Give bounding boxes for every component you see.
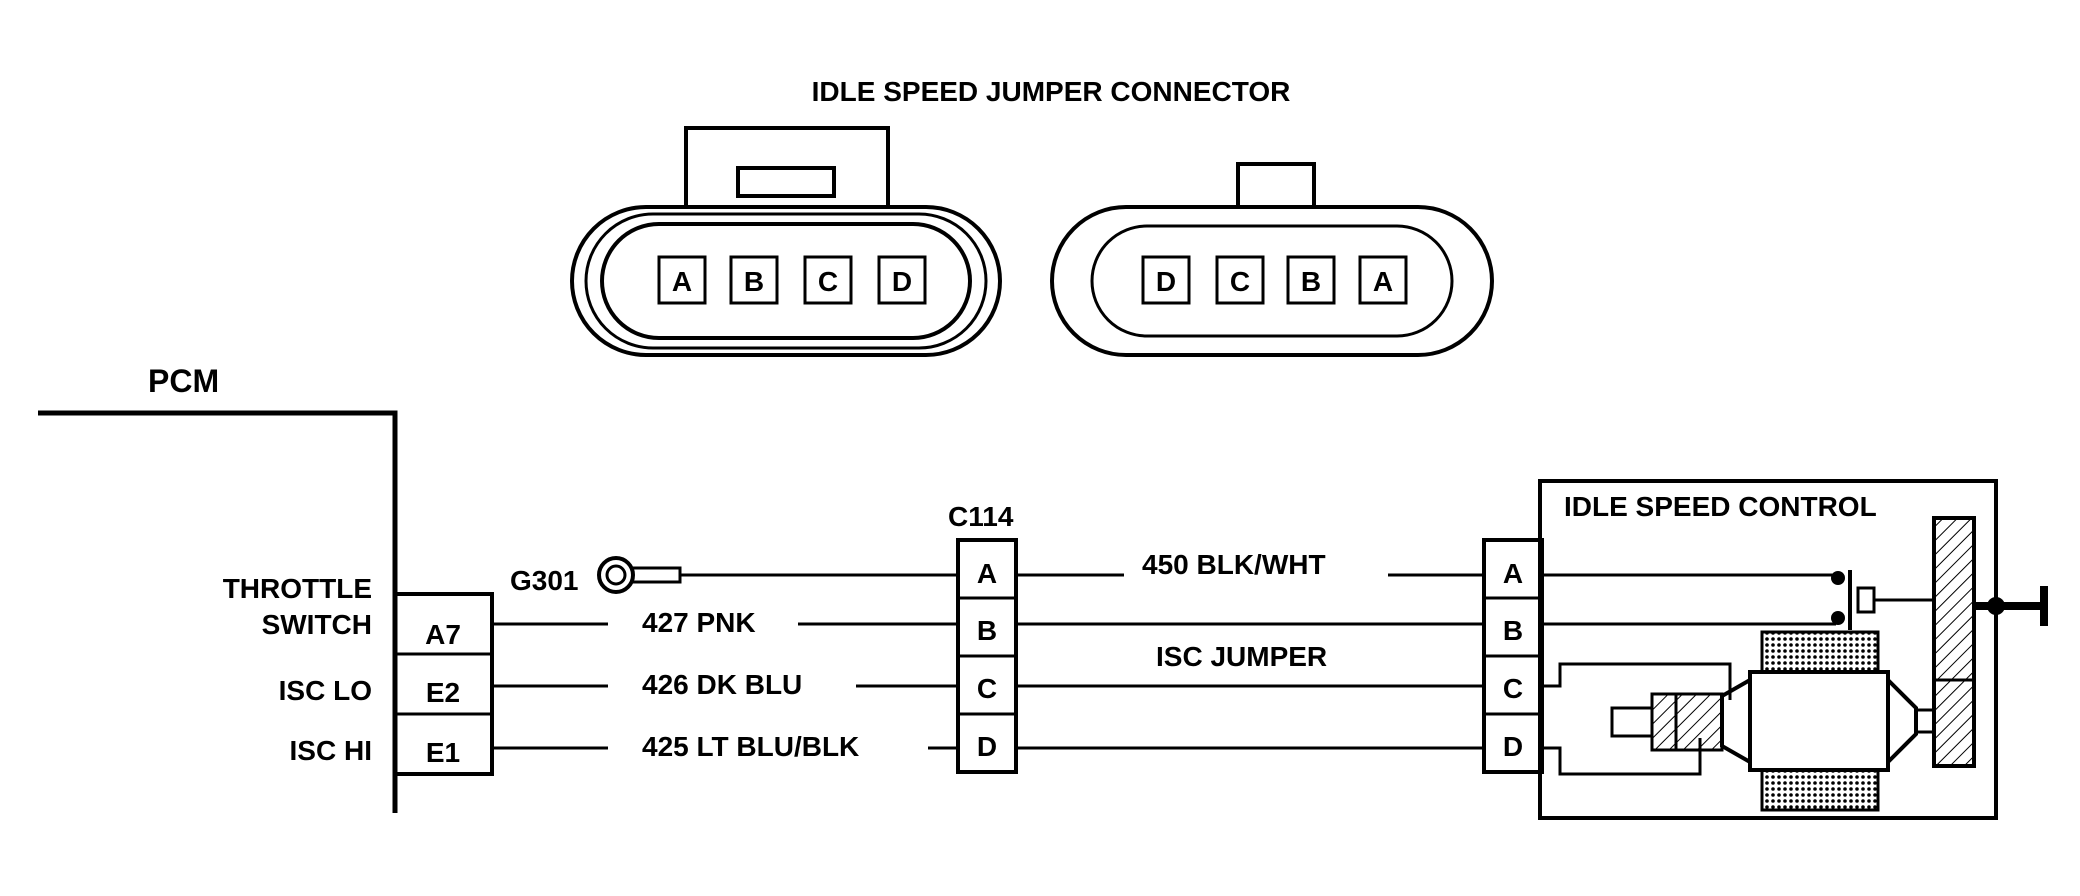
- pcm-pin-e1: E1: [426, 737, 460, 768]
- isc-pin-c: C: [1503, 673, 1523, 704]
- motor-worm-gear: [1650, 692, 1724, 752]
- throttle-switch-label-line2: SWITCH: [262, 609, 372, 640]
- c114-connector: C114 A B C D: [948, 501, 1018, 774]
- left-pin-a: A: [672, 266, 692, 297]
- isc-pin-b: B: [1503, 615, 1523, 646]
- isc-pin-a: A: [1503, 558, 1523, 589]
- connector-title: IDLE SPEED JUMPER CONNECTOR: [812, 76, 1291, 107]
- wire-450-label: 450 BLK/WHT: [1142, 549, 1326, 580]
- isc-connector: A B C D: [1482, 538, 1544, 774]
- left-pin-c: C: [818, 266, 838, 297]
- isc-hi-label: ISC HI: [290, 735, 372, 766]
- pcm-pin-e2: E2: [426, 677, 460, 708]
- c114-pin-d: D: [977, 731, 997, 762]
- right-pin-b: B: [1301, 266, 1321, 297]
- left-pin-d: D: [892, 266, 912, 297]
- left-connector-pins: A B C D: [657, 255, 927, 305]
- wire-427-label: 427 PNK: [642, 607, 756, 638]
- wire-425-label: 425 LT BLU/BLK: [642, 731, 859, 762]
- ground-g301: G301: [510, 556, 682, 596]
- right-pin-a: A: [1373, 266, 1393, 297]
- c114-pin-a: A: [977, 558, 997, 589]
- throttle-switch-contacts: [1542, 570, 1934, 630]
- pcm-connector: A7 E2 E1: [395, 592, 494, 776]
- left-pin-b: B: [744, 266, 764, 297]
- c114-label: C114: [948, 501, 1014, 532]
- wires-right: 450 BLK/WHT ISC JUMPER: [1016, 549, 1484, 750]
- pcm: PCM THROTTLE SWITCH ISC LO ISC HI A7 E2 …: [38, 363, 494, 813]
- pcm-label: PCM: [148, 363, 219, 399]
- throttle-switch-label-line1: THROTTLE: [223, 573, 372, 604]
- motor-magnet-bottom: [1760, 768, 1880, 812]
- jumper-connector-right: D C B A: [1050, 162, 1494, 357]
- wires-left: 427 PNK 426 DK BLU 425 LT BLU/BLK: [492, 573, 958, 762]
- actuator-pin: [1974, 586, 2048, 626]
- motor-wiring: [1542, 662, 1732, 776]
- jumper-connector-left: A B C D: [570, 126, 1002, 357]
- isc-pin-d: D: [1503, 731, 1523, 762]
- right-pin-d: D: [1156, 266, 1176, 297]
- right-connector-pins: D C B A: [1141, 255, 1408, 305]
- motor-magnet-top: [1760, 630, 1880, 674]
- right-pin-c: C: [1230, 266, 1250, 297]
- isc-label: IDLE SPEED CONTROL: [1564, 491, 1877, 522]
- idle-speed-control: IDLE SPEED CONTROL A B C D: [1482, 479, 2048, 820]
- c114-pin-b: B: [977, 615, 997, 646]
- ground-label: G301: [510, 565, 579, 596]
- isc-jumper-label: ISC JUMPER: [1156, 641, 1327, 672]
- pcm-pin-a7: A7: [425, 619, 461, 650]
- wire-426-label: 426 DK BLU: [642, 669, 802, 700]
- c114-pin-c: C: [977, 673, 997, 704]
- isc-motor: [1610, 630, 1936, 812]
- plunger-plate: [1932, 516, 1976, 768]
- isc-lo-label: ISC LO: [279, 675, 372, 706]
